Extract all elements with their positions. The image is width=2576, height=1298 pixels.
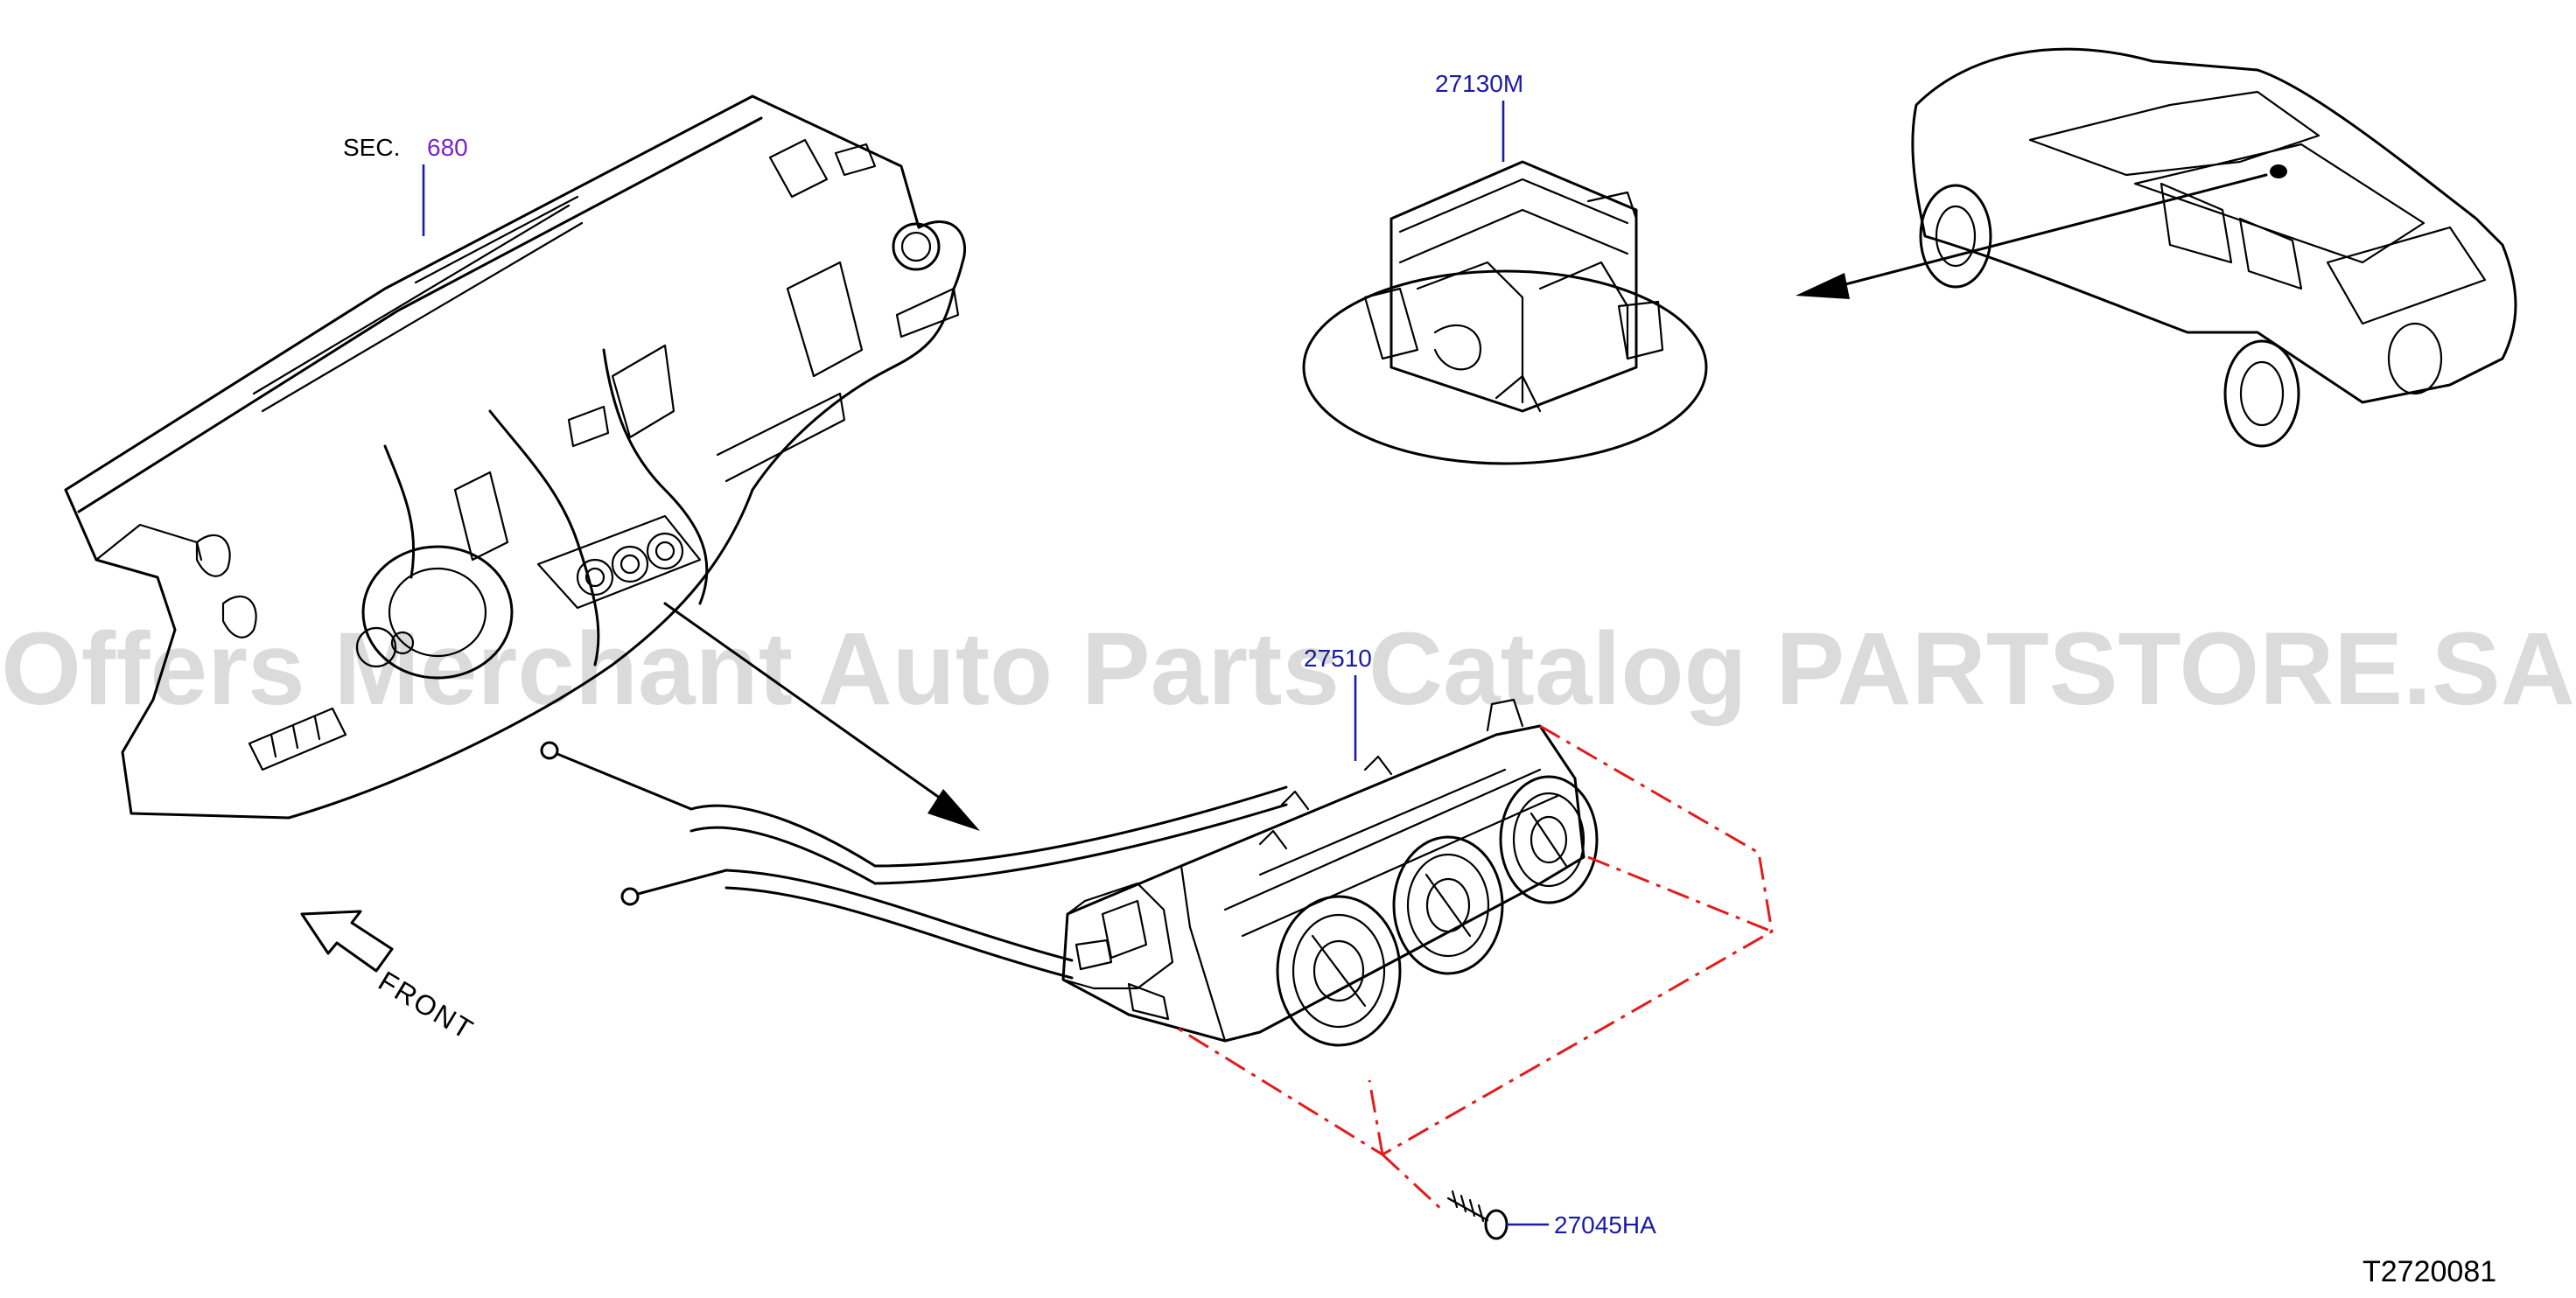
- part-label-27130M-group: 27130M: [1435, 70, 1523, 162]
- part-label-27130M[interactable]: 27130M: [1435, 70, 1523, 97]
- part-label-27045HA[interactable]: 27045HA: [1554, 1211, 1656, 1239]
- vehicle-location-arrow: [1796, 173, 2268, 299]
- section-prefix: SEC.: [343, 134, 400, 161]
- section-number-link[interactable]: 680: [427, 134, 468, 161]
- part-27130M-illustration: [1302, 160, 1708, 465]
- part-label-27510[interactable]: 27510: [1304, 645, 1372, 672]
- front-arrow-icon: [300, 910, 394, 973]
- vehicle-illustration: [1911, 47, 2517, 448]
- dashboard-illustration: [64, 94, 967, 820]
- mounting-position-outline: [1176, 724, 1774, 1213]
- part-label-27045HA-group: 27045HA: [1507, 1211, 1656, 1239]
- dashboard-to-control-arrow: [663, 602, 980, 831]
- screw-illustration: [1446, 1190, 1508, 1240]
- heater-control-assembly: [1061, 698, 1599, 1047]
- section-reference: SEC. 680: [343, 134, 468, 236]
- part-label-27510-group: 27510: [1304, 645, 1372, 761]
- control-cables: [540, 741, 1288, 980]
- watermark-text: Offers Merchant Auto Parts Catalog PARTS…: [1, 611, 2575, 727]
- front-label: FRONT: [373, 965, 480, 1046]
- front-direction-marker: FRONT: [300, 910, 480, 1046]
- diagram-code: T2720081: [2362, 1255, 2496, 1288]
